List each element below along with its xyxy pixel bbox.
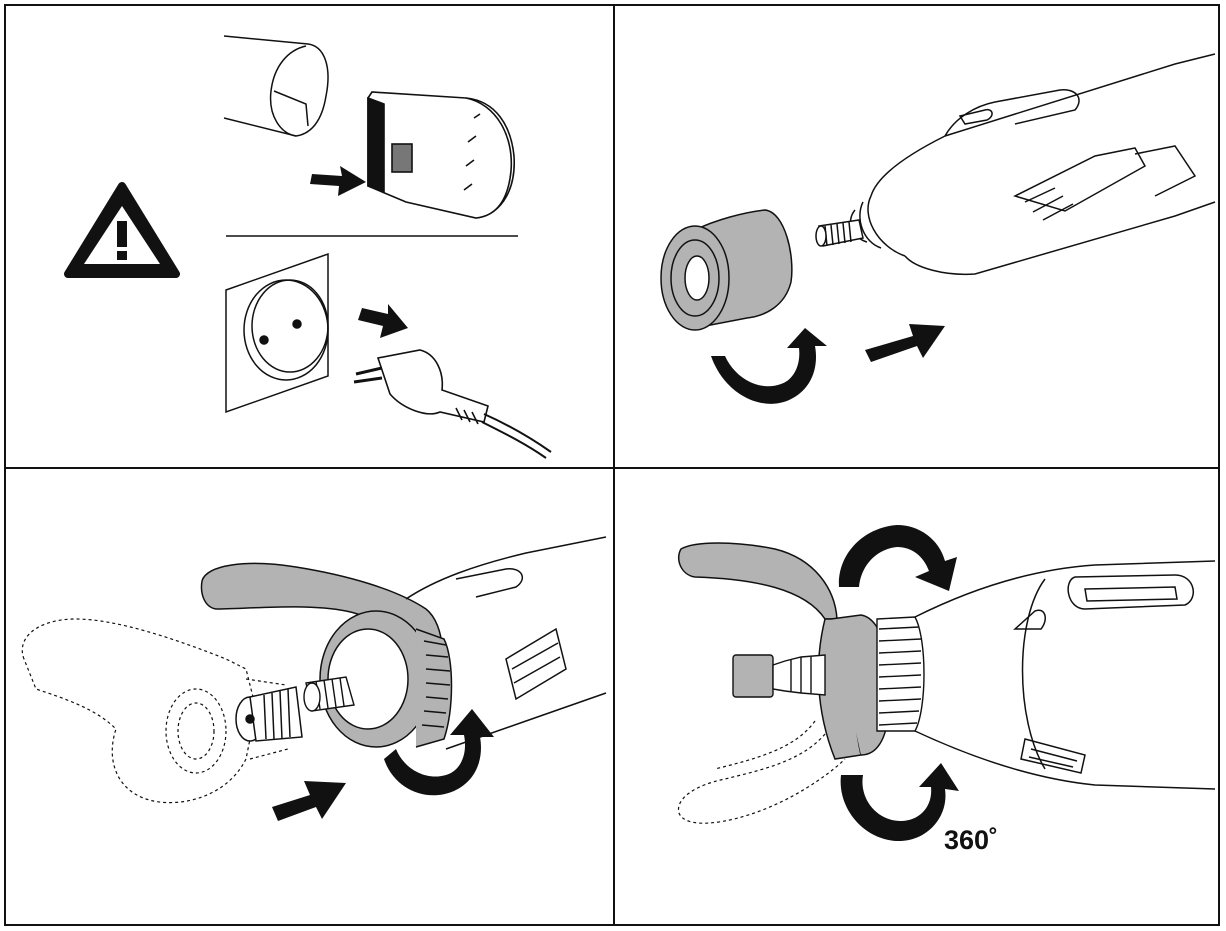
knurled-collar [876,616,925,732]
wall-socket [225,252,329,414]
collet-nut-cap [660,209,793,331]
unplug-arrow-icon [358,304,408,338]
push-arrow-icon [272,781,346,821]
knurled-shaft [303,676,355,712]
rotary-tool-body [849,53,1216,276]
rotate-arrow-icon [384,709,494,796]
diagram-frame [4,4,1220,926]
push-arrow-icon [865,324,945,362]
collet-tip [235,686,303,742]
tool-handle-end [223,35,329,137]
guide-attachment [677,542,891,760]
horizontal-divider [4,467,1220,469]
collet-threaded-shaft [815,219,864,247]
power-plug [353,349,552,459]
rotary-tool-body [914,560,1216,790]
rotation-angle-label: 360˚ [944,825,999,855]
panel-disconnect-power [6,6,612,466]
guide-dashed-outline [677,718,846,824]
panel-attach-guide [6,469,612,925]
warning-triangle-icon [64,182,180,278]
battery-pack [367,91,515,219]
vertical-divider [613,4,615,926]
panel-rotate-guide [615,469,1219,925]
rotate-arrow-bottom-icon [840,763,959,841]
panel-remove-collet-nut [615,6,1219,466]
rotate-arrow-icon [711,328,827,404]
collet-tip [732,654,826,698]
guide-dashed-outline [21,618,289,804]
guide-attachment [200,562,453,748]
rotate-arrow-top-icon [838,525,957,591]
battery-removal-arrow-icon [310,166,366,196]
